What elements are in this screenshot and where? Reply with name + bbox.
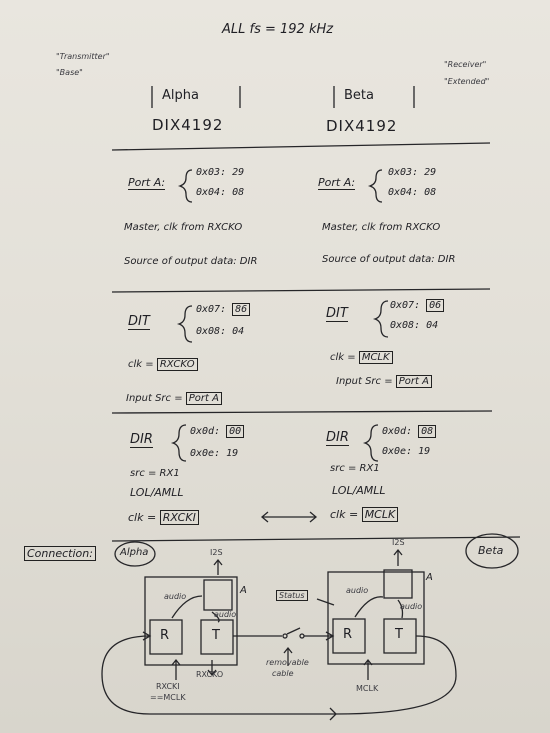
beta-chip-outline: [327, 571, 425, 665]
beta-dit-reg-1: 0x07: 06: [390, 299, 445, 312]
alpha-r: R: [160, 628, 170, 643]
alpha-port-reg-1: 0x03: 29: [196, 167, 245, 178]
beta-tag-2: "Extended": [444, 77, 490, 86]
alpha-dir-value-box: 00: [226, 425, 245, 438]
beta-dir-clk-box: MCLK: [361, 507, 399, 522]
alpha-r-block: [149, 619, 183, 655]
rxcko-label: RXCKO: [196, 670, 224, 679]
beta-master-clk: Master, clk from RXCKO: [322, 222, 441, 233]
beta-audio-2: audio: [400, 602, 423, 611]
connection-alpha: Alpha: [120, 547, 149, 558]
beta-dir-src: src = RX1: [330, 463, 380, 474]
page-title: ALL fs = 192 kHz: [222, 22, 334, 37]
alpha-dit-brace: [176, 305, 193, 343]
alpha-name: Alpha: [162, 88, 199, 103]
rxcki-label: RXCKI: [156, 682, 180, 691]
alpha-dir-reg-1: 0x0d: 00: [190, 425, 245, 438]
beta-port-reg-1: 0x03: 29: [388, 167, 437, 178]
beta-name-brackets: [333, 86, 415, 108]
beta-source-output: Source of output data: DIR: [322, 254, 456, 265]
beta-dit-clk-box: MCLK: [358, 351, 393, 364]
beta-r: R: [343, 627, 353, 642]
alpha-tag-2: "Base": [56, 68, 83, 77]
alpha-dit-reg-2: 0x08: 04: [196, 326, 245, 337]
cable-label-2: cable: [272, 669, 294, 678]
divider-3: [111, 410, 493, 414]
alpha-dit-value-box: 86: [232, 303, 251, 316]
beta-port-label: Port A:: [318, 176, 356, 190]
cable-label-1: removable: [266, 658, 309, 667]
beta-dit-value-box: 06: [426, 299, 445, 312]
beta-t: T: [395, 627, 403, 642]
alpha-chip: DIX4192: [152, 116, 224, 134]
beta-dir-reg-1: 0x0d: 08: [382, 425, 437, 438]
beta-port-brace: [367, 169, 383, 203]
alpha-port-brace: [177, 169, 193, 203]
alpha-dir-lock: LOL/AMLL: [130, 486, 184, 499]
alpha-source-output: Source of output data: DIR: [124, 256, 258, 267]
divider-4: [111, 536, 521, 542]
alpha-dit-clk-box: RXCKO: [156, 358, 198, 371]
alpha-dir-clk-box: RXCKI: [159, 510, 199, 525]
beta-dir-brace: [362, 424, 379, 462]
beta-dir-lock: LOL/AMLL: [332, 484, 386, 497]
beta-dir-value-box: 08: [418, 425, 437, 438]
alpha-t-block: [200, 619, 234, 655]
beta-dit-clk: clk = MCLK: [330, 351, 393, 364]
beta-input-src: Input Src = Port A: [336, 375, 432, 388]
alpha-dit-clk: clk = RXCKO: [128, 358, 198, 371]
alpha-t: T: [212, 628, 220, 643]
beta-dit-brace: [372, 300, 389, 338]
alpha-dit-label: DIT: [128, 314, 150, 330]
connection-beta: Beta: [478, 544, 504, 557]
alpha-input-src-box: Port A: [185, 392, 222, 405]
beta-audio-1: audio: [346, 586, 369, 595]
beta-input-src-box: Port A: [395, 375, 432, 388]
alpha-port-label: Port A:: [128, 176, 166, 190]
alpha-dit-reg-1: 0x07: 86: [196, 303, 251, 316]
beta-name: Beta: [344, 88, 374, 103]
alpha-dir-label: DIR: [130, 432, 153, 448]
beta-dit-label: DIT: [326, 306, 348, 322]
beta-port-block: [383, 569, 413, 599]
alpha-port-block: [203, 579, 233, 611]
mclk-label: MCLK: [356, 684, 379, 693]
beta-chip: DIX4192: [326, 117, 398, 135]
alpha-tag-1: "Transmitter": [56, 52, 110, 61]
alpha-audio-2: audio: [214, 610, 237, 619]
alpha-chip-outline: [144, 576, 238, 666]
divider-1: [111, 142, 491, 151]
alpha-port-a: A: [240, 585, 247, 596]
alpha-dir-clk: clk = RXCKI: [128, 510, 199, 525]
alpha-audio-1: audio: [164, 592, 187, 601]
alpha-dir-src: src = RX1: [130, 468, 180, 479]
beta-port-a: A: [426, 572, 433, 583]
beta-tag-1: "Receiver": [444, 60, 487, 69]
beta-dit-reg-2: 0x08: 04: [390, 320, 439, 331]
beta-dir-reg-2: 0x0e: 19: [382, 446, 431, 457]
clk-link-arrowheads: [260, 511, 318, 523]
alpha-dir-reg-2: 0x0e: 19: [190, 448, 239, 459]
alpha-dir-brace: [170, 424, 187, 462]
rxcki-mclk-label: ==MCLK: [150, 693, 186, 702]
beta-dir-clk: clk = MCLK: [330, 507, 399, 522]
alpha-name-brackets: [151, 86, 241, 108]
connection-label: Connection:: [24, 546, 96, 561]
divider-2: [111, 288, 491, 293]
alpha-circle: [114, 541, 156, 567]
status-box: Status: [276, 590, 308, 601]
alpha-port-reg-2: 0x04: 08: [196, 187, 245, 198]
alpha-i2s: I2S: [210, 548, 223, 557]
alpha-input-src: Input Src = Port A: [126, 392, 222, 405]
beta-circle: [465, 533, 519, 569]
beta-i2s: I2S: [392, 538, 405, 547]
beta-dir-label: DIR: [326, 430, 349, 446]
alpha-master-clk: Master, clk from RXCKO: [124, 222, 243, 233]
beta-port-reg-2: 0x04: 08: [388, 187, 437, 198]
